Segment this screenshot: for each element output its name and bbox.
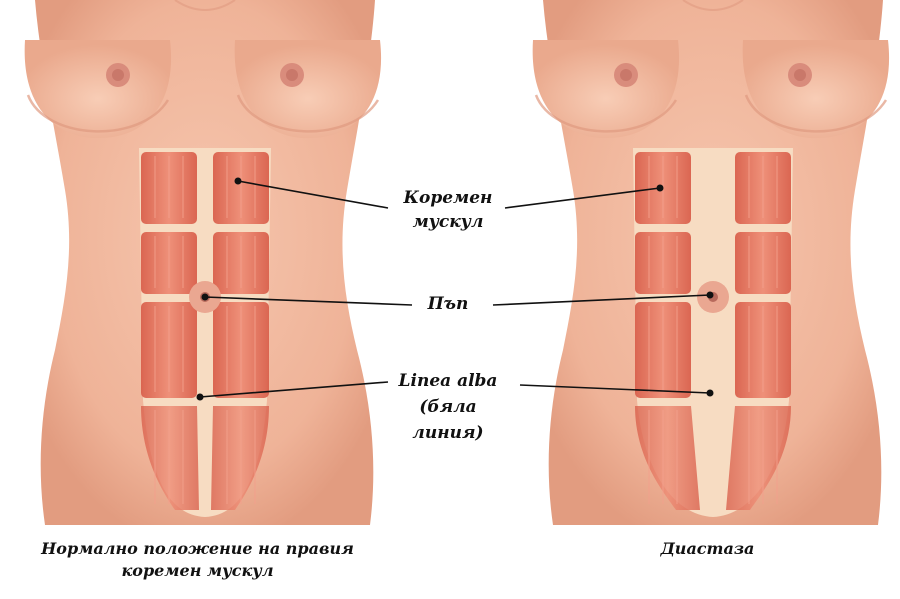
- breast: [234, 40, 382, 139]
- breast: [742, 40, 890, 139]
- leader-dot: [706, 389, 714, 397]
- nipple-center: [112, 69, 124, 81]
- caption-text: коремен мускул: [121, 561, 274, 580]
- label-abdominal-muscle: Коремен мускул: [388, 186, 508, 234]
- leader-line: [492, 294, 711, 306]
- label-linea-alba: Linea alba (бяла линия): [380, 368, 516, 446]
- caption-text: Нормално положение на правия: [41, 539, 354, 558]
- label-text: Linea alba: [398, 371, 498, 391]
- rectus-muscle-segment: [635, 406, 700, 510]
- breast-shadow: [26, 94, 170, 133]
- label-text: мускул: [412, 212, 484, 232]
- collarbone-shadow: [174, 0, 236, 11]
- breast-shadow: [534, 94, 678, 133]
- leader-dot: [196, 393, 204, 401]
- leader-dot: [234, 177, 242, 185]
- label-text: Коремен: [403, 188, 493, 208]
- caption-diastasis: Диастаза: [660, 539, 755, 558]
- nipple-center: [620, 69, 632, 81]
- leader-line: [204, 296, 413, 306]
- caption-normal: Нормално положение на правия коремен мус…: [20, 538, 375, 582]
- breast: [24, 40, 172, 139]
- label-text: (бяла: [419, 397, 477, 417]
- nipple-center: [286, 69, 298, 81]
- label-navel: Пъп: [427, 294, 469, 314]
- leader-dot: [201, 293, 209, 301]
- rectus-muscle-segment: [726, 406, 791, 510]
- nipple-center: [794, 69, 806, 81]
- breast-shadow: [236, 94, 380, 133]
- breast-shadow: [744, 94, 888, 133]
- label-text: линия): [412, 423, 484, 443]
- leader-line: [199, 381, 389, 398]
- collarbone-shadow: [682, 0, 744, 11]
- leader-line: [519, 384, 711, 394]
- leader-lines: [196, 177, 714, 401]
- leader-line: [504, 187, 661, 209]
- leader-line: [237, 180, 389, 209]
- leader-dot: [656, 184, 664, 192]
- breast: [532, 40, 680, 139]
- diastasis-torso: [532, 0, 890, 525]
- leader-dot: [706, 291, 714, 299]
- normal-torso: [24, 0, 382, 525]
